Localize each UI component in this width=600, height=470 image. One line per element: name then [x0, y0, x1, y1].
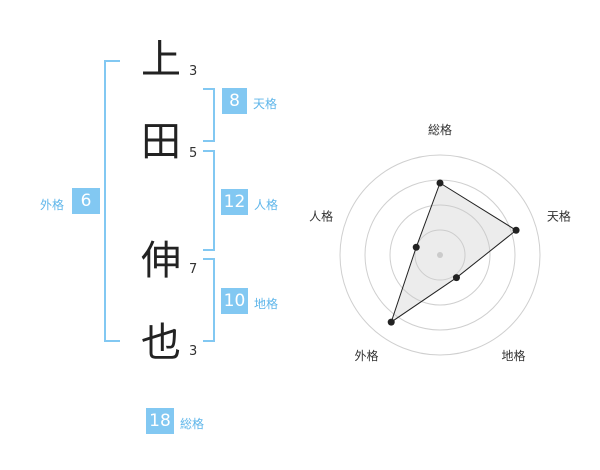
name-char-4: 也: [141, 320, 181, 366]
stroke-count-3: 7: [189, 262, 198, 277]
radar-point: [452, 274, 460, 282]
radar-point: [512, 226, 520, 234]
radar-series-polygon: [390, 182, 517, 324]
jinkaku-label: 人格: [254, 198, 279, 212]
soukaku-value: 18: [146, 408, 174, 434]
radar-axis-label: 天格: [547, 208, 571, 223]
tenkaku-value: 8: [222, 88, 247, 114]
gaikaku-label: 外格: [40, 198, 65, 212]
gaikaku-value: 6: [72, 188, 100, 214]
radar-ring: [339, 154, 541, 356]
radar-axis-label: 総格: [428, 122, 452, 137]
gaikaku-bracket: [104, 60, 120, 342]
radar-ring: [414, 229, 466, 281]
radar-point: [436, 179, 444, 187]
stroke-count-2: 5: [189, 146, 198, 161]
tenkaku-label: 天格: [253, 97, 278, 111]
jinkaku-bracket: [203, 150, 215, 251]
chikaku-value: 10: [221, 288, 248, 314]
radar-center-dot: [437, 252, 443, 258]
stroke-count-4: 3: [189, 344, 198, 359]
radar-axis-label: 地格: [501, 348, 525, 363]
chikaku-label: 地格: [254, 297, 279, 311]
stroke-count-1: 3: [189, 64, 198, 79]
radar-point: [387, 318, 395, 326]
radar-point: [412, 243, 420, 251]
jinkaku-value: 12: [221, 189, 248, 215]
name-char-2: 田: [141, 119, 181, 165]
radar-axis-label: 人格: [309, 208, 333, 223]
radar-axis-label: 外格: [354, 348, 378, 363]
chikaku-bracket: [203, 258, 215, 342]
radar-ring: [389, 204, 491, 306]
soukaku-label: 総格: [180, 417, 205, 431]
name-char-3: 伸: [141, 238, 181, 284]
tenkaku-bracket: [203, 88, 215, 142]
name-char-1: 上: [141, 37, 181, 83]
